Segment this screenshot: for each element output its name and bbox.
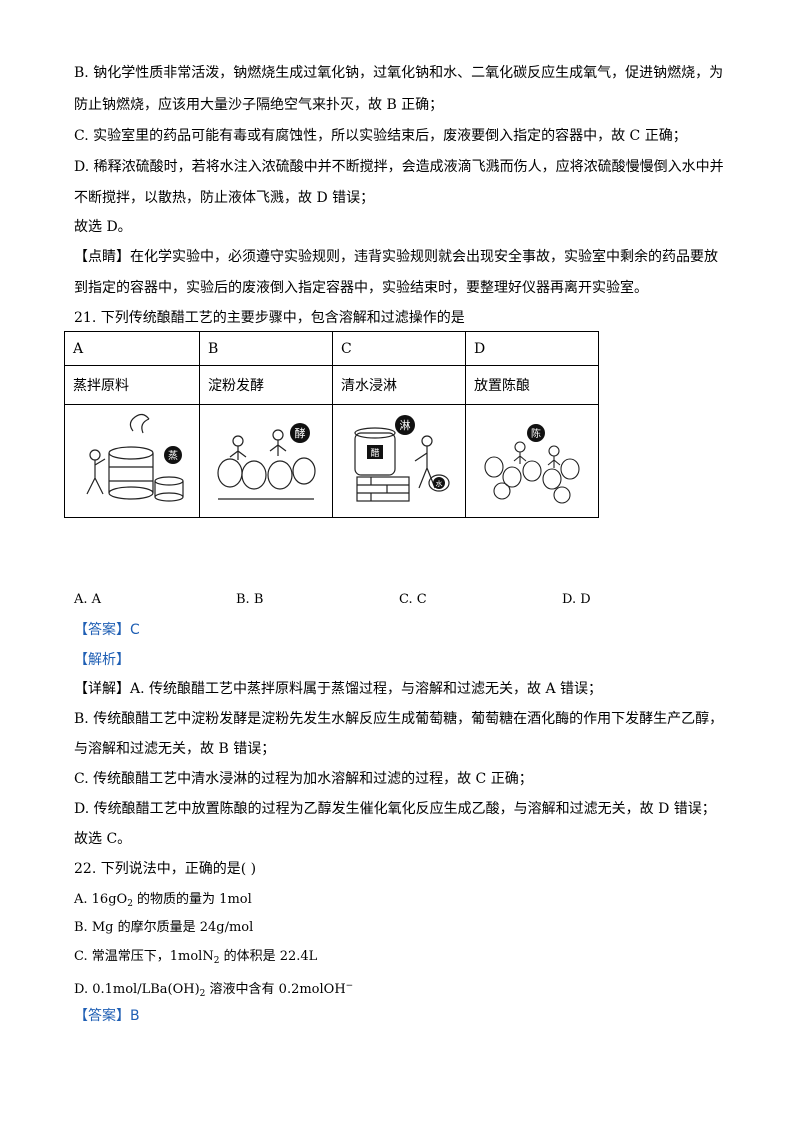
seal-text-b: 酵 xyxy=(295,427,306,440)
detail-line-5: D. 传统酿醋工艺中放置陈酿的过程为乙醇发生催化氧化反应生成乙酸，与溶解和过滤无… xyxy=(74,801,716,817)
option-21-c: C. C xyxy=(399,592,427,607)
option-22-a: A. 16gO2 的物质的量为 1mol xyxy=(74,892,252,909)
text-line: 防止钠燃烧，应该用大量沙子隔绝空气来扑灭，故 B 正确； xyxy=(74,97,444,113)
text-line: 到指定的容器中，实验后的废液倒入指定容器中，实验结束时，要整理好仪器再离开实验室… xyxy=(74,280,648,296)
option-22-d: D. 0.1mol/LBa(OH)2 溶液中含有 0.2molOH− xyxy=(74,981,354,999)
answer-21: 【答案】C xyxy=(74,622,140,638)
table-step-a: 蒸拌原料 xyxy=(64,365,200,405)
text-line: B. 钠化学性质非常活泼，钠燃烧生成过氧化钠，过氧化钠和水、二氧化碳反应生成氧气… xyxy=(74,65,724,81)
aging-illustration: 陈 xyxy=(484,424,580,504)
analysis-tag: 【解析】 xyxy=(74,652,130,668)
table-header-b: B xyxy=(199,331,333,366)
text-line: 不断搅拌，以散热，防止液体飞溅，故 D 错误； xyxy=(74,190,375,206)
option-21-d: D. D xyxy=(562,592,591,607)
table-header-d: D xyxy=(465,331,599,366)
illustration-aging: 陈 xyxy=(465,404,599,518)
detail-line-4: C. 传统酿醋工艺中清水浸淋的过程为加水溶解和过滤的过程，故 C 正确； xyxy=(74,771,533,787)
text-line: D. 稀释浓硫酸时，若将水注入浓硫酸中并不断搅拌，会造成液滴飞溅而伤人，应将浓硫… xyxy=(74,159,724,175)
table-step-c: 清水浸淋 xyxy=(332,365,466,405)
text-line: 故选 D。 xyxy=(74,219,132,235)
detail-line-2: B. 传统酿醋工艺中淀粉发酵是淀粉先发生水解反应生成葡萄糖，葡萄糖在酒化酶的作用… xyxy=(74,711,724,727)
fermenting-illustration: 酵 xyxy=(217,423,316,500)
steaming-illustration: 蒸 xyxy=(86,413,184,502)
text-line: 【点睛】在化学实验中，必须遵守实验规则，违背实验规则就会出现安全事故，实验室中剩… xyxy=(74,246,718,268)
detail-line-3: 与溶解和过滤无关，故 B 错误； xyxy=(74,741,276,757)
seal-text-c-water: 水 xyxy=(436,479,443,488)
answer-22: 【答案】B xyxy=(74,1008,140,1024)
note-tag: 【点睛】 xyxy=(74,249,130,265)
table-header-c: C xyxy=(332,331,466,366)
seal-text-a: 蒸 xyxy=(168,450,178,462)
question-22-stem: 22. 下列说法中，正确的是( ) xyxy=(74,861,257,877)
process-table: A B C D 蒸拌原料 淀粉发酵 清水浸淋 放置陈酿 蒸 xyxy=(64,331,599,518)
option-21-b: B. B xyxy=(236,592,264,607)
illustration-fermenting: 酵 xyxy=(199,404,333,518)
detail-line-6: 故选 C。 xyxy=(74,831,132,847)
table-step-d: 放置陈酿 xyxy=(465,365,599,405)
option-22-b: B. Mg 的摩尔质量是 24g/mol xyxy=(74,920,254,935)
option-21-a: A. A xyxy=(74,592,102,607)
seal-text-c: 淋 xyxy=(400,419,411,432)
seal-text-c-jar: 醋 xyxy=(370,447,379,459)
leaching-illustration: 醋 淋 水 xyxy=(354,415,450,502)
option-22-c: C. 常温常压下，1molN2 的体积是 22.4L xyxy=(74,949,318,966)
question-21-stem: 21. 下列传统酿醋工艺的主要步骤中，包含溶解和过滤操作的是 xyxy=(74,310,465,326)
text-line: C. 实验室里的药品可能有毒或有腐蚀性，所以实验结束后，废液要倒入指定的容器中，… xyxy=(74,128,687,144)
note-text: 在化学实验中，必须遵守实验规则，违背实验规则就会出现安全事故，实验室中剩余的药品… xyxy=(130,249,718,265)
illustration-leaching: 醋 淋 水 xyxy=(332,404,466,518)
seal-text-d: 陈 xyxy=(531,427,541,440)
table-header-a: A xyxy=(64,331,200,366)
illustration-steaming: 蒸 xyxy=(64,404,200,518)
detail-tag: 【详解】 xyxy=(74,681,130,697)
detail-line-1: 【详解】A. 传统酿醋工艺中蒸拌原料属于蒸馏过程，与溶解和过滤无关，故 A 错误… xyxy=(74,681,603,697)
table-step-b: 淀粉发酵 xyxy=(199,365,333,405)
